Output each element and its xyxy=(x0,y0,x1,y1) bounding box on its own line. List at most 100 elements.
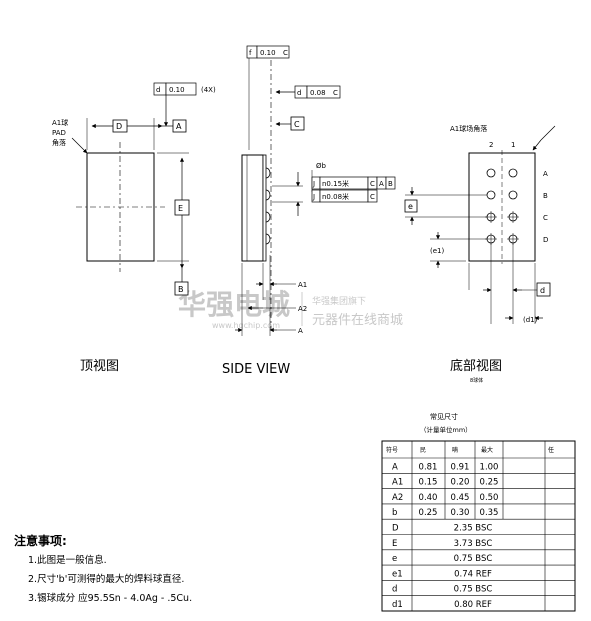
row-label: D xyxy=(543,236,548,244)
bottom-ball xyxy=(486,168,496,178)
top-dim-e: E xyxy=(178,204,183,213)
table-value: 3.73 BSC xyxy=(454,539,493,549)
datum-c: C xyxy=(294,120,300,129)
table-value: 0.81 xyxy=(419,462,438,472)
table-header: 最大 xyxy=(481,446,493,454)
table-symbol: b xyxy=(392,508,397,518)
bottom-ball xyxy=(486,190,496,200)
table-value: 2.35 BSC xyxy=(454,524,493,534)
table-symbol: E xyxy=(392,539,397,549)
side-view: f 0.10 C d 0.10 (4X) d 0.08 C C Øb xyxy=(153,45,396,336)
top-dim-d: D xyxy=(116,122,122,131)
table-value: 0.25 xyxy=(480,478,499,488)
svg-text:f: f xyxy=(249,49,252,57)
table-value: 1.00 xyxy=(480,462,499,472)
table-value: 0.35 xyxy=(480,508,499,518)
bottom-dim-e: e xyxy=(408,202,413,211)
table-value: 0.74 REF xyxy=(454,569,492,579)
table-subtitle: （计量单位mm） xyxy=(420,425,472,434)
side-ball xyxy=(265,233,271,245)
side-view-title: SIDE VIEW xyxy=(222,362,290,377)
bottom-view: A1球场角落 2 1 A B C D e ( xyxy=(404,124,556,324)
bottom-dim-e1: (e1) xyxy=(430,247,444,255)
svg-text:C: C xyxy=(370,180,375,188)
table-value: 0.50 xyxy=(480,493,499,503)
svg-text:n0.08米: n0.08米 xyxy=(322,192,349,201)
ball-diameter-label: Øb xyxy=(316,162,327,170)
label-a2: A2 xyxy=(298,305,307,313)
table-value: 0.15 xyxy=(419,478,438,488)
table-value: 0.91 xyxy=(451,462,470,472)
table-value: 0.75 BSC xyxy=(454,554,493,564)
table-symbol: d1 xyxy=(392,600,403,610)
svg-text:(4X): (4X) xyxy=(201,86,216,94)
row-label: B xyxy=(543,192,548,200)
table-symbol: d xyxy=(392,585,397,595)
watermark-tag1: 华强集团旗下 xyxy=(312,295,366,307)
row-label: C xyxy=(543,214,548,222)
table-value: 0.20 xyxy=(451,478,470,488)
top-corner-label-3: 角落 xyxy=(52,138,66,147)
top-corner-label-1: A1球 xyxy=(52,118,68,127)
notes-heading: 注意事项: xyxy=(14,534,67,548)
svg-text:J: J xyxy=(312,193,315,201)
col-label: 1 xyxy=(511,141,515,149)
watermark-tag2: 元器件在线商城 xyxy=(312,313,403,328)
top-dim-d-box xyxy=(112,119,128,133)
notes-block: 注意事项: 1.此图是一般信息. 2.尺寸'b'可测得的最大的焊料球直径. 3.… xyxy=(14,532,192,608)
datum-b-box xyxy=(174,281,189,296)
side-view-body xyxy=(241,154,264,262)
svg-text:n0.15米: n0.15米 xyxy=(322,179,349,188)
table-header: 符号 xyxy=(386,446,398,454)
bottom-dim-d: d xyxy=(540,286,545,295)
table-title: 常见尺寸 xyxy=(430,412,458,421)
svg-text:d: d xyxy=(156,86,160,94)
top-view-title: 顶视图 xyxy=(80,359,119,374)
bottom-corner-label: A1球场角落 xyxy=(450,124,487,133)
svg-text:0.08: 0.08 xyxy=(310,89,326,97)
watermark-main: 华强电城 xyxy=(178,288,290,321)
bottom-dim-d1: (d1) xyxy=(523,316,538,324)
datum-b: B xyxy=(178,285,184,294)
note-item: 1.此图是一般信息. xyxy=(28,555,107,566)
svg-text:A: A xyxy=(379,180,384,188)
svg-text:C: C xyxy=(283,49,288,57)
table-value: 0.30 xyxy=(451,508,470,518)
table-symbol: A2 xyxy=(392,493,403,503)
watermark-url: www.hqchip.com xyxy=(212,321,280,330)
svg-text:0.10: 0.10 xyxy=(169,86,185,94)
top-corner-label-2: PAD xyxy=(52,129,66,137)
svg-text:C: C xyxy=(370,193,375,201)
table-value: 0.45 xyxy=(451,493,470,503)
table-symbol: e xyxy=(392,554,397,564)
svg-text:C: C xyxy=(333,89,338,97)
table-value: 0.80 REF xyxy=(454,600,492,610)
label-a1: A1 xyxy=(298,281,307,289)
bottom-ball xyxy=(508,168,518,178)
table-symbol: D xyxy=(392,524,399,534)
table-symbol: A xyxy=(392,462,398,472)
table-symbol: e1 xyxy=(392,569,403,579)
note-item: 2.尺寸'b'可测得的最大的焊料球直径. xyxy=(28,574,185,585)
table-header: 任 xyxy=(548,446,554,454)
table-header: 民 xyxy=(420,447,426,454)
bottom-ball xyxy=(508,190,518,200)
side-ball xyxy=(265,211,271,223)
svg-text:B: B xyxy=(388,180,393,188)
watermark: 华强电城 www.hqchip.com 华强集团旗下 元器件在线商城 xyxy=(178,288,403,330)
bottom-view-subtitle: 8球体 xyxy=(470,377,483,384)
table-value: 0.25 xyxy=(419,508,438,518)
note-item: 3.锡球成分 应95.5Sn - 4.0Ag - .5Cu. xyxy=(28,593,193,604)
row-label: A xyxy=(543,170,548,178)
svg-text:J: J xyxy=(312,180,315,188)
bottom-view-title: 底部视图 xyxy=(450,358,502,374)
table-header: 喃 xyxy=(452,446,458,454)
table-value: 0.40 xyxy=(419,493,438,503)
table-value: 0.75 BSC xyxy=(454,585,493,595)
side-ball xyxy=(265,167,271,179)
top-dim-e-box xyxy=(174,199,190,216)
datum-a: A xyxy=(176,122,182,131)
col-label: 2 xyxy=(489,141,493,149)
